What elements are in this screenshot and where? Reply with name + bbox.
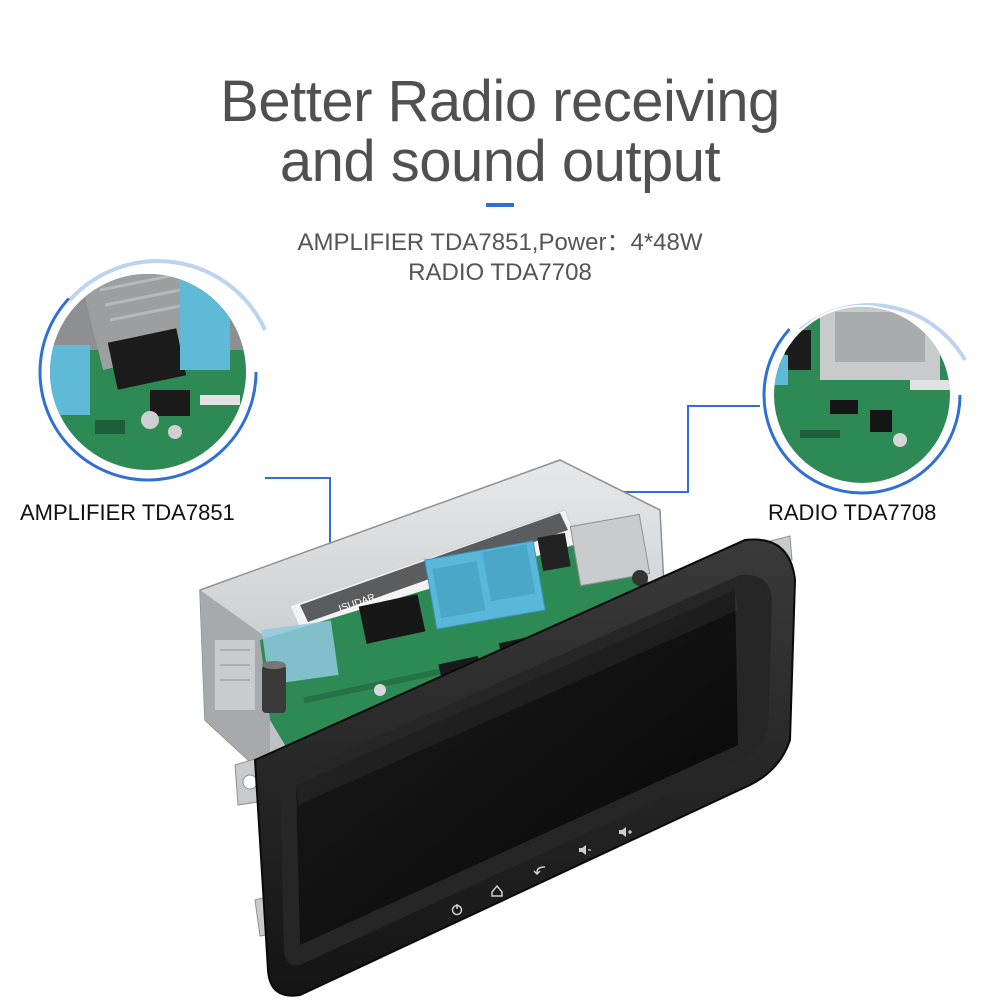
spec-summary: AMPLIFIER TDA7851,Power：4*48W RADIO TDA7… xyxy=(0,228,1000,288)
volume-up-icon[interactable] xyxy=(619,827,632,837)
headunit-front-panel xyxy=(253,538,797,997)
radio-callout-label: RADIO TDA7708 xyxy=(768,500,937,525)
headline: Better Radio receiving and sound output xyxy=(0,72,1000,192)
power-icon[interactable] xyxy=(451,904,463,916)
headline-line-2: and sound output xyxy=(279,129,721,194)
home-icon[interactable] xyxy=(491,884,503,897)
radio-zoom-circle xyxy=(762,295,967,495)
spec-radio-line: RADIO TDA7708 xyxy=(408,259,592,286)
back-icon[interactable] xyxy=(533,866,546,876)
headline-accent-bar xyxy=(486,203,514,207)
volume-down-icon[interactable] xyxy=(579,845,591,855)
amplifier-callout-label: AMPLIFIER TDA7851 xyxy=(20,500,235,525)
headline-line-1: Better Radio receiving xyxy=(220,69,780,134)
screen xyxy=(296,590,738,945)
spec-amplifier-line: AMPLIFIER TDA7851,Power：4*48W xyxy=(297,229,703,256)
amplifier-zoom-circle xyxy=(38,258,267,482)
soft-keys xyxy=(451,827,632,916)
